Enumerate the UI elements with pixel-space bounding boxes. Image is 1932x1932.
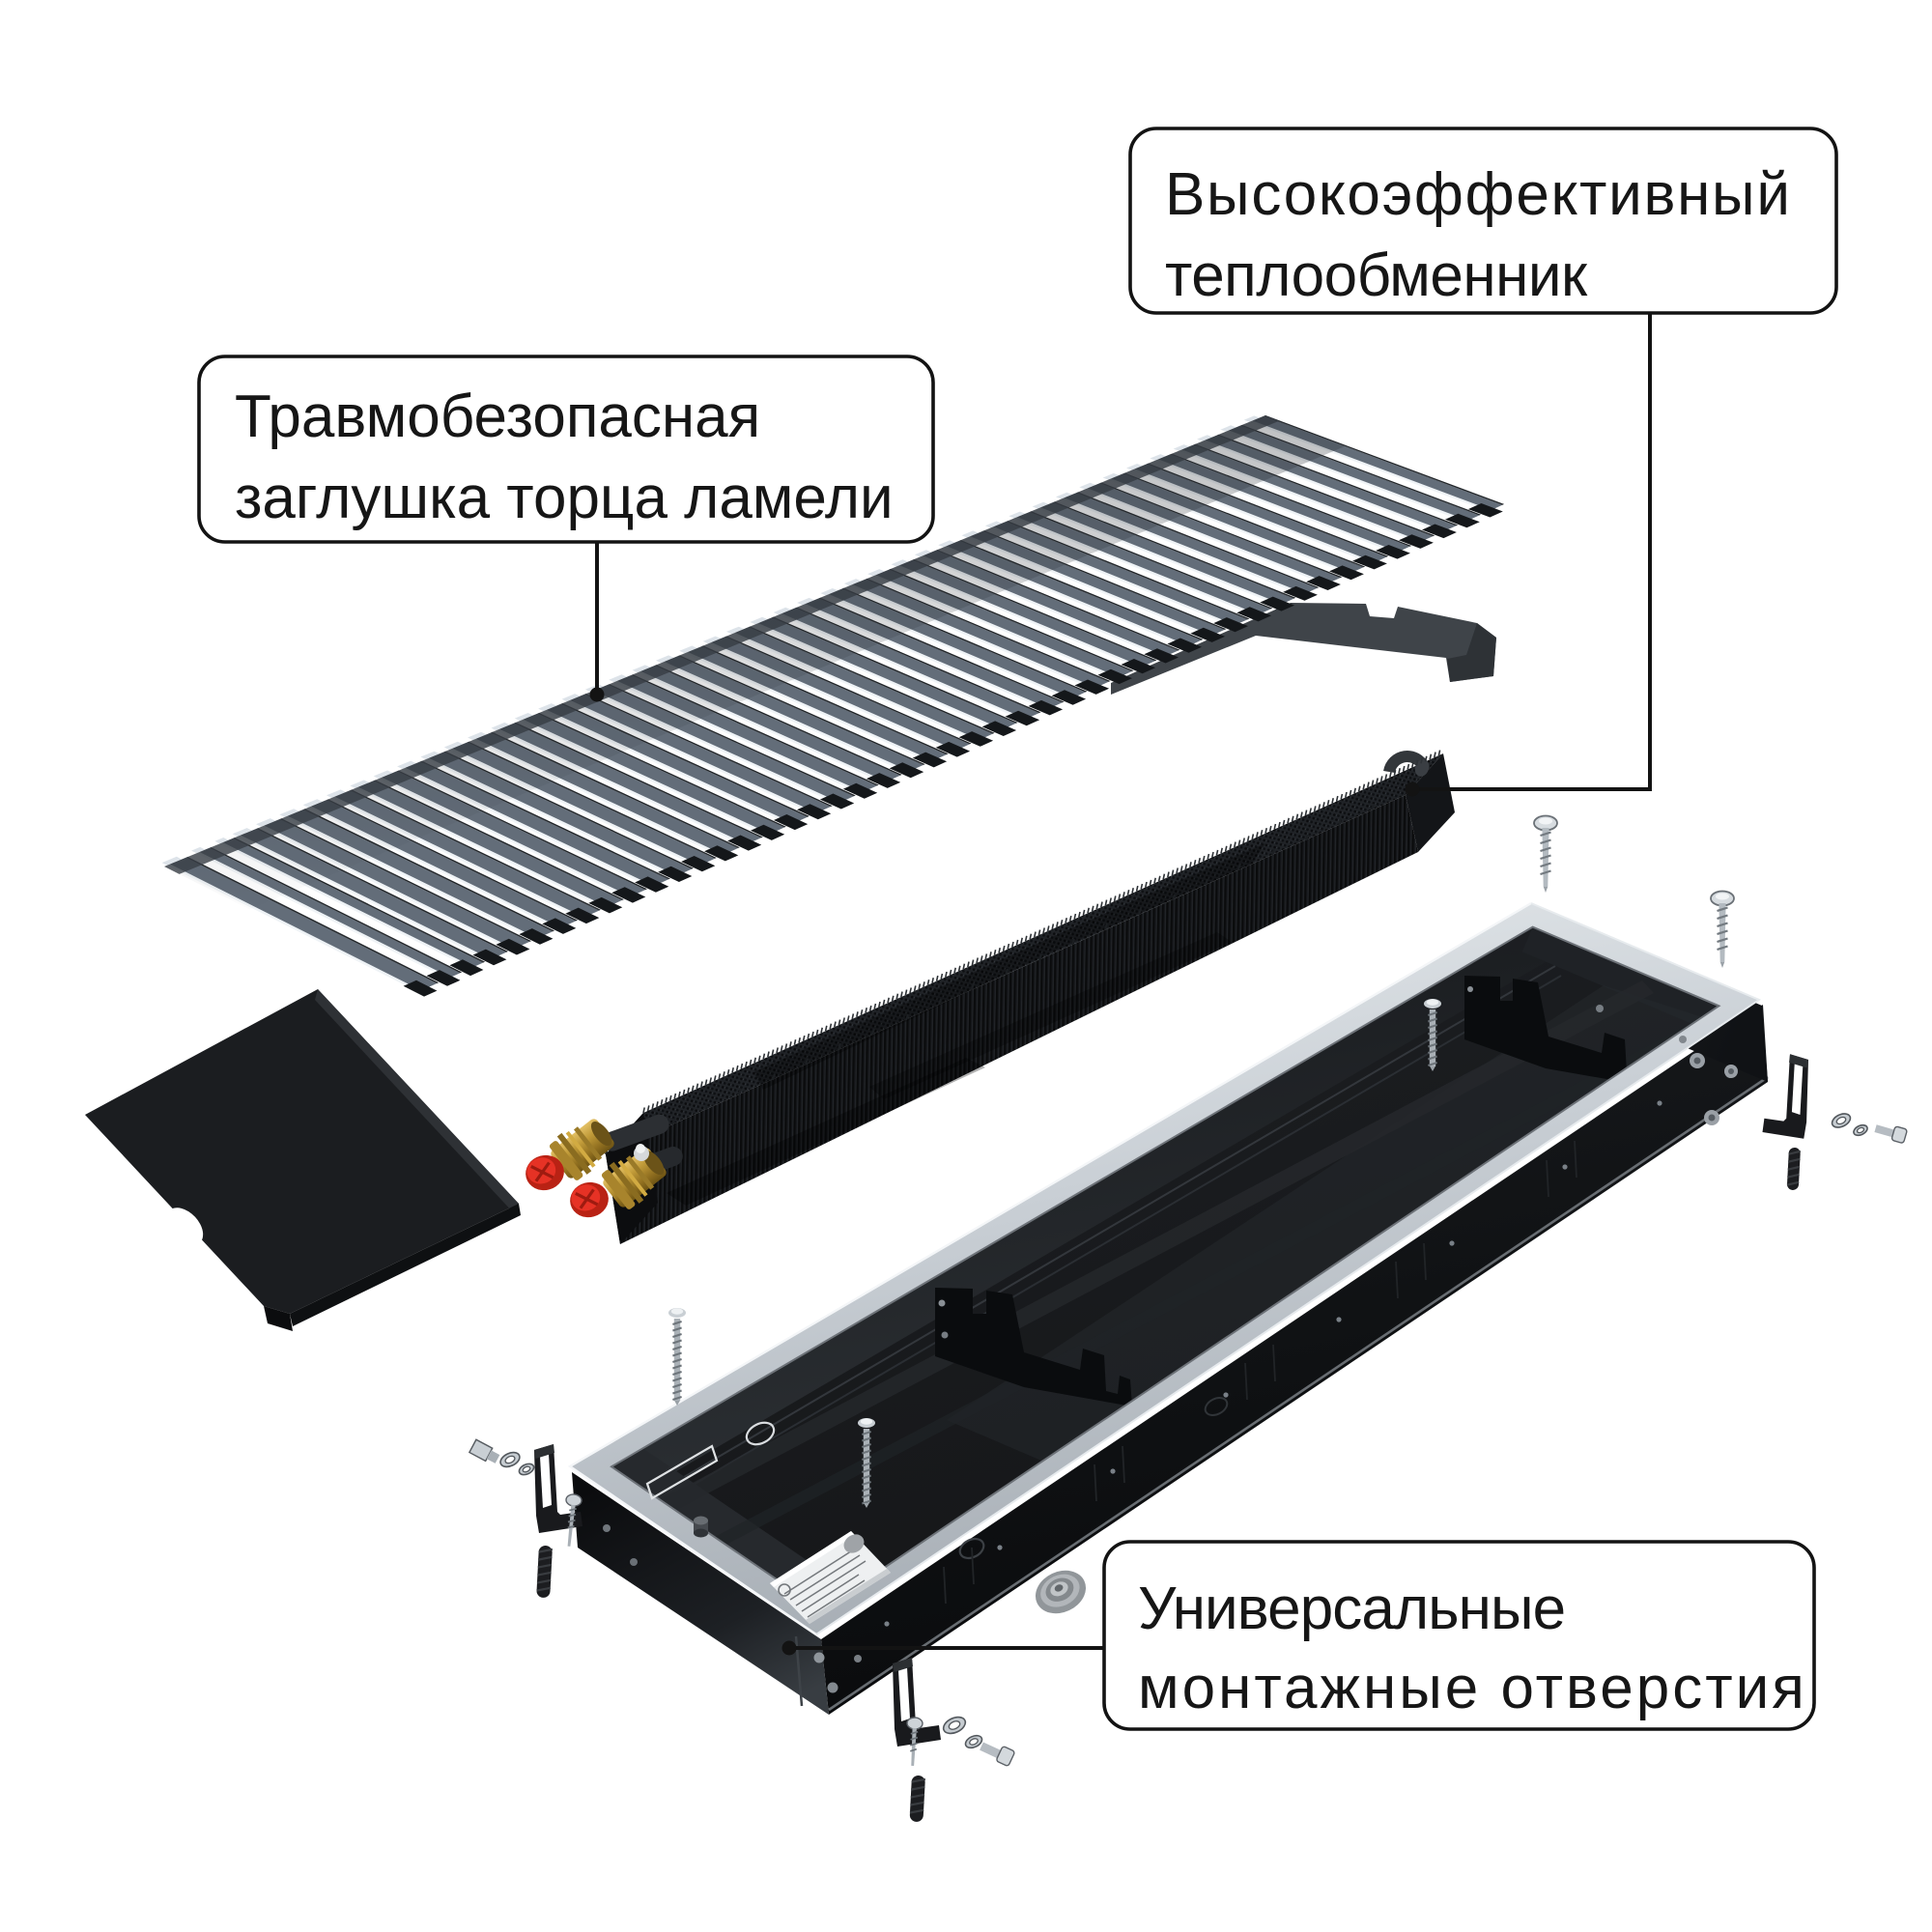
svg-text:Высокоэффективный: Высокоэффективный <box>1165 161 1792 228</box>
svg-text:Травмобезопасная: Травмобезопасная <box>235 384 760 450</box>
svg-text:монтажные отверстия: монтажные отверстия <box>1138 1655 1807 1721</box>
svg-text:заглушка торца ламели: заглушка торца ламели <box>235 465 894 531</box>
svg-text:теплообменник: теплообменник <box>1165 242 1588 309</box>
svg-text:Универсальные: Универсальные <box>1138 1576 1565 1642</box>
